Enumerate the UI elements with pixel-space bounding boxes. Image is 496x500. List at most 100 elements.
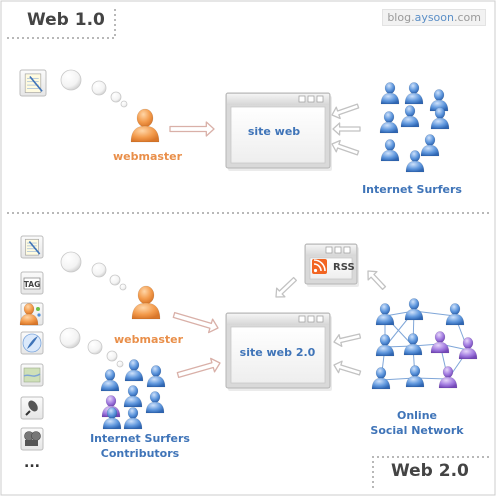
web1-heading: Web 1.0 xyxy=(27,10,105,30)
thought-bubble xyxy=(109,274,121,286)
web1-heading-frame xyxy=(7,8,116,39)
network-to-site20-arrow xyxy=(333,360,362,376)
web2-heading-frame xyxy=(372,456,489,488)
mic-handle xyxy=(25,410,31,416)
social-network-group xyxy=(371,297,478,390)
window-content xyxy=(230,326,326,384)
pen-stroke xyxy=(28,240,41,255)
notepad-icon xyxy=(20,235,44,259)
web2-contributors-group xyxy=(100,358,166,430)
thought-bubble xyxy=(120,100,128,108)
web2-webmaster-label: webmaster xyxy=(114,333,184,346)
network-member-figure xyxy=(375,333,395,357)
contributors-to-site20-arrow xyxy=(176,357,221,379)
map-river xyxy=(23,373,41,377)
users-icon-dot xyxy=(37,313,41,317)
rss-label: RSS xyxy=(333,262,355,273)
surfer-figure xyxy=(404,81,424,105)
web2-site-window xyxy=(225,312,332,391)
surfer-figure xyxy=(380,138,400,162)
web2-webmaster-figure xyxy=(131,285,161,320)
tag-text: TAG xyxy=(24,280,41,289)
film-icon xyxy=(20,427,44,451)
rss-window xyxy=(304,243,359,287)
notepad-page xyxy=(24,73,42,93)
web1-thought-bubbles xyxy=(60,69,128,108)
thought-bubble xyxy=(110,91,122,103)
more-tools-ellipsis: ... xyxy=(24,455,40,471)
map-sheet xyxy=(23,367,41,383)
window-titlebar xyxy=(227,314,329,325)
web1-internet-surfers xyxy=(379,81,450,173)
network-member-figure xyxy=(430,330,450,354)
contributors-label-line2: Contributors xyxy=(100,447,180,460)
network-member-figure xyxy=(375,302,395,326)
web1-notepad-icon xyxy=(19,69,47,97)
rss-wave-inner xyxy=(313,263,322,272)
microphone-icon xyxy=(20,396,44,420)
thought-bubble xyxy=(91,262,107,278)
thought-bubble xyxy=(119,283,127,291)
watermark: blog.aysoon.com xyxy=(382,9,486,26)
thought-bubble xyxy=(106,350,118,362)
window-titlebar xyxy=(227,94,329,105)
feather-icon xyxy=(20,331,44,355)
network-member-figure xyxy=(404,297,424,321)
window-control-icon xyxy=(307,315,315,323)
surfer-figure xyxy=(420,133,440,157)
window-control-icon xyxy=(307,95,315,103)
surfer-figure xyxy=(379,110,399,134)
surfer-figure xyxy=(380,81,400,105)
thought-bubble xyxy=(116,360,124,368)
watermark-suffix: .com xyxy=(454,11,481,24)
thought-bubble xyxy=(59,327,81,349)
mic-head xyxy=(28,400,38,412)
film-reel xyxy=(31,431,41,441)
contributor-figure xyxy=(100,368,120,392)
window-control-icon xyxy=(334,246,342,254)
web2-heading: Web 2.0 xyxy=(391,461,469,481)
contributor-figure xyxy=(146,364,166,388)
web2-site-label: site web 2.0 xyxy=(239,346,316,359)
surfer-figure xyxy=(400,104,420,128)
network-label-line2: Social Network xyxy=(370,424,464,437)
film-camera-body xyxy=(25,440,38,446)
network-member-figure xyxy=(371,366,391,390)
web1-site-window xyxy=(225,92,332,171)
network-member-figure xyxy=(405,364,425,388)
thought-bubble xyxy=(87,339,103,355)
contributor-figure xyxy=(123,384,143,408)
pen-stroke xyxy=(29,75,43,92)
window-control-icon xyxy=(316,315,324,323)
web1-webmaster-label: webmaster xyxy=(113,150,183,163)
web2-thought-bubbles-top xyxy=(60,251,127,291)
feather-shape xyxy=(27,336,38,349)
surfer-request-arrow xyxy=(331,139,360,156)
contributor-figure xyxy=(123,406,143,430)
watermark-prefix: blog. xyxy=(387,11,415,24)
thought-bubble xyxy=(60,69,82,91)
network-member-figure xyxy=(403,332,423,356)
window-control-icon xyxy=(316,95,324,103)
tag-shape xyxy=(23,277,41,290)
web2-tools-column: TAG xyxy=(19,271,44,451)
users-icon-dot xyxy=(36,307,40,311)
web1-site-label: site web xyxy=(247,125,301,138)
rss-dot xyxy=(313,268,318,273)
surfer-request-arrow xyxy=(331,103,360,120)
rss-wave-outer xyxy=(313,259,326,272)
webmaster-to-site20-arrow xyxy=(172,311,219,334)
web1-webmaster-figure xyxy=(130,108,160,143)
thought-bubble xyxy=(91,80,107,96)
network-to-site20-arrow xyxy=(333,333,362,348)
contributor-figure xyxy=(124,358,144,382)
map-icon xyxy=(20,363,44,387)
network-to-rss-arrow xyxy=(367,270,387,291)
window-control-icon xyxy=(343,246,351,254)
contributors-label-line1: Internet Surfers xyxy=(90,432,190,445)
site-to-rss-arrow xyxy=(275,276,298,298)
notepad-page xyxy=(25,238,39,256)
watermark-brand: aysoon xyxy=(414,11,454,24)
